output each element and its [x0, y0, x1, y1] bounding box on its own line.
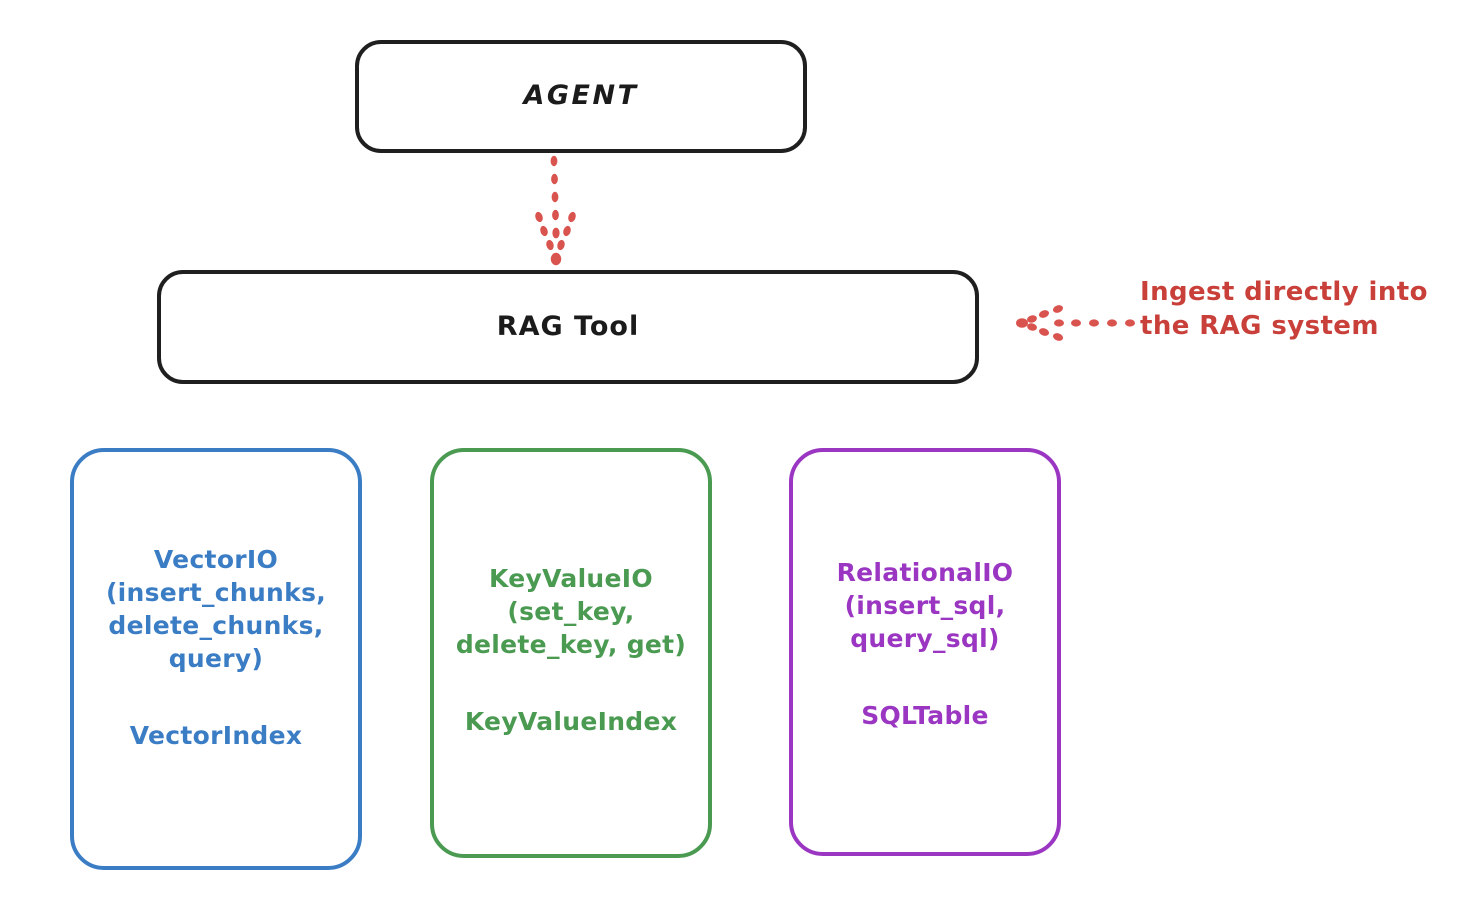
- node-agent[interactable]: AGENT: [355, 40, 807, 153]
- node-relational-io-api-label: RelationalIO (insert_sql, query_sql): [836, 558, 1014, 653]
- node-vector-io[interactable]: VectorIO (insert_chunks, delete_chunks, …: [70, 448, 362, 870]
- node-rag-tool[interactable]: RAG Tool: [157, 270, 979, 384]
- dotted-line: [1054, 319, 1135, 327]
- node-key-value-io[interactable]: KeyValueIO (set_key, delete_key, get) Ke…: [430, 448, 712, 858]
- arrowhead: [1016, 305, 1064, 341]
- node-agent-label: AGENT: [523, 80, 639, 112]
- node-relational-io-index-label: SQLTable: [861, 701, 989, 730]
- node-relational-io[interactable]: RelationalIO (insert_sql, query_sql) SQL…: [789, 448, 1061, 856]
- node-key-value-io-api-label: KeyValueIO (set_key, delete_key, get): [455, 564, 687, 659]
- arrowhead: [535, 211, 576, 266]
- connector-ingest-to-rag-tool: [1016, 305, 1135, 341]
- node-rag-tool-label: RAG Tool: [496, 310, 640, 342]
- node-key-value-io-index-label: KeyValueIndex: [464, 707, 678, 736]
- node-vector-io-index-label: VectorIndex: [129, 720, 303, 750]
- annotation-ingest-directly: Ingest directly into the RAG system: [1140, 277, 1428, 341]
- node-vector-io-api-label: VectorIO (insert_chunks, delete_chunks, …: [105, 544, 327, 673]
- connector-agent-to-rag-tool: [535, 155, 576, 266]
- dotted-line: [550, 155, 560, 239]
